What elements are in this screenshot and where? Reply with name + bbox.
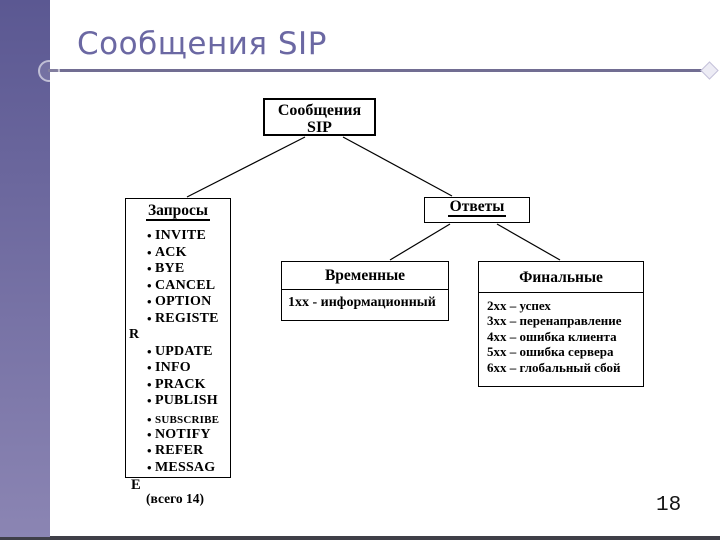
requests-total-note: (всего 14) — [146, 491, 205, 506]
bullet-icon: • — [147, 443, 152, 459]
bullet-icon: • — [147, 294, 152, 310]
bottom-bar-decoration — [0, 536, 720, 540]
connector-responses-to-final — [496, 223, 561, 261]
requests-overflow-letter: E — [131, 477, 141, 493]
responses-header-label: Ответы — [447, 198, 507, 217]
bullet-icon: • — [147, 360, 152, 376]
request-method-item: •CANCEL — [147, 277, 216, 293]
request-method-item: •BYE — [147, 261, 185, 277]
response-code-line: 3xx – перенаправление — [487, 313, 622, 329]
page-number: 18 — [656, 494, 682, 517]
node-temporary: Временные 1xx - информационный — [281, 261, 449, 321]
bullet-icon: • — [147, 244, 152, 260]
node-requests: Запросы •INVITE•ACK•BYE•CANCEL•OPTION•RE… — [125, 198, 231, 478]
request-method-item: R — [129, 327, 140, 343]
node-responses: Ответы — [424, 197, 530, 223]
bullet-icon: • — [147, 412, 152, 428]
node-sip-messages-label-line1: Сообщения — [277, 102, 362, 119]
bullet-icon: • — [147, 426, 152, 442]
request-method-item: •UPDATE — [147, 343, 213, 359]
bullet-icon: • — [147, 459, 152, 475]
request-method-item: •ACK — [147, 244, 187, 260]
node-sip-messages-label-line2: SIP — [307, 119, 332, 136]
connector-responses-to-temporary — [389, 223, 451, 261]
sidebar-decoration — [0, 0, 50, 537]
requests-header-label: Запросы — [145, 202, 210, 221]
bullet-icon: • — [147, 261, 152, 277]
request-method-item: •MESSAG — [147, 459, 216, 475]
requests-list: •INVITE•ACK•BYE•CANCEL•OPTION•REGISTE R •U… — [126, 228, 230, 476]
response-code-line: 5xx – ошибка сервера — [487, 344, 614, 360]
slide-title: Сообщения SIP — [77, 26, 327, 62]
final-header: Финальные — [479, 262, 643, 293]
connector-root-to-responses — [342, 136, 453, 197]
bullet-icon: • — [147, 228, 152, 243]
request-method-item: •NOTIFY — [147, 426, 211, 442]
request-method-item: •OPTION — [147, 294, 212, 310]
title-underline — [38, 60, 719, 82]
circle-decoration-icon — [38, 60, 60, 82]
response-code-line: 1xx - информационный — [288, 295, 436, 310]
temporary-header: Временные — [282, 262, 448, 290]
node-sip-messages: Сообщения SIP — [263, 98, 376, 136]
request-method-item: •PUBLISH — [147, 393, 218, 409]
request-method-item: •INFO — [147, 360, 191, 376]
request-method-item: •SUBSCRIBE — [147, 412, 220, 428]
response-code-line: 4xx – ошибка клиента — [487, 328, 617, 344]
bullet-icon: • — [147, 310, 152, 326]
connector-root-to-requests — [186, 136, 306, 198]
request-method-item: •REFER — [147, 443, 204, 459]
response-code-line: 6xx – глобальный сбой — [487, 359, 621, 375]
response-code-line: 2xx – успех — [487, 298, 551, 313]
temporary-body: 1xx - информационный — [282, 290, 448, 311]
bullet-icon: • — [147, 343, 152, 359]
bullet-icon: • — [147, 376, 152, 392]
bullet-icon: • — [147, 277, 152, 293]
request-method-item: •PRACK — [147, 376, 206, 392]
bullet-icon: • — [147, 393, 152, 409]
requests-header: Запросы — [126, 199, 230, 225]
request-method-item: •REGISTE — [147, 310, 219, 326]
request-method-item: •INVITE — [147, 228, 206, 243]
